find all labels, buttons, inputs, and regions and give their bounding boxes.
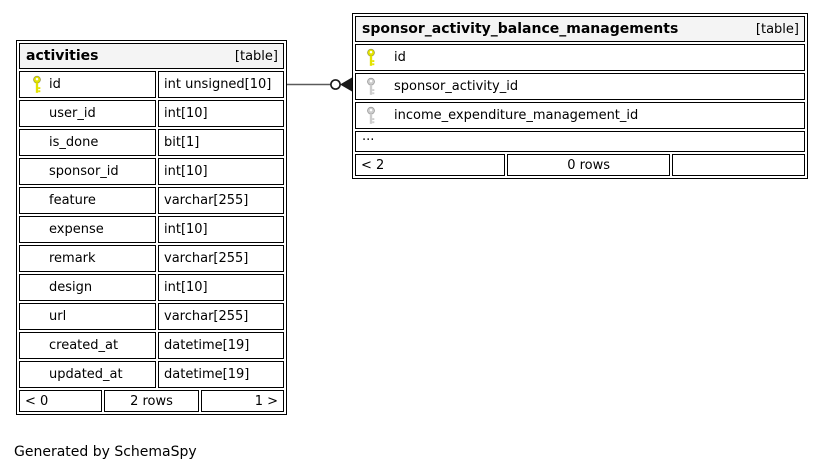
column-name-cell: user_id (19, 100, 156, 127)
table-footer: < 0 2 rows 1 > (19, 390, 285, 412)
footer-next-count: 1 > (201, 390, 285, 412)
collapsed-columns-row: ... (355, 131, 805, 152)
footer-prev-count: < 0 (19, 390, 102, 412)
column-type: int[10] (158, 158, 284, 185)
column-type: datetime[19] (158, 361, 284, 388)
table-type-label: [table] (755, 21, 799, 37)
table-row: url varchar[255] (19, 303, 284, 330)
column-name: url (49, 309, 67, 324)
key-icon-placeholder (32, 133, 42, 152)
generated-by-label: Generated by SchemaSpy (14, 444, 197, 460)
key-icon-placeholder (32, 307, 42, 326)
table-header-sponsor-activity-balance-managements[interactable]: sponsor_activity_balance_managements [ta… (355, 16, 805, 42)
column-name-cell: sponsor_id (19, 158, 156, 185)
column-name: sponsor_activity_id (394, 79, 519, 94)
table-node-activities[interactable]: activities [table] id int unsigned[10] u… (16, 40, 287, 415)
key-icon-placeholder (32, 278, 42, 297)
foreign-key-icon (366, 77, 376, 96)
table-header-activities[interactable]: activities [table] (19, 43, 284, 69)
column-name: design (49, 280, 93, 295)
key-icon-placeholder (32, 220, 42, 239)
table-name[interactable]: sponsor_activity_balance_managements (362, 21, 679, 37)
column-type: int[10] (158, 216, 284, 243)
footer-next-count (672, 154, 805, 176)
table-type-label: [table] (234, 48, 278, 64)
collapsed-columns-indicator: ... (355, 131, 805, 152)
table-row: is_done bit[1] (19, 129, 284, 156)
column-name-cell: id (355, 44, 805, 71)
column-name-cell: id (19, 71, 156, 98)
column-name: remark (49, 251, 96, 266)
table-name[interactable]: activities (26, 48, 99, 64)
table-row: id (355, 44, 805, 71)
column-name-cell: is_done (19, 129, 156, 156)
column-name-cell: remark (19, 245, 156, 272)
column-name: id (394, 50, 406, 65)
table-row: remark varchar[255] (19, 245, 284, 272)
column-name-cell: income_expenditure_management_id (355, 102, 805, 129)
primary-key-icon (32, 75, 42, 94)
table-row: sponsor_id int[10] (19, 158, 284, 185)
column-name-cell: expense (19, 216, 156, 243)
table-row: updated_at datetime[19] (19, 361, 284, 388)
table-row: feature varchar[255] (19, 187, 284, 214)
column-type: varchar[255] (158, 187, 284, 214)
column-name: user_id (49, 106, 96, 121)
key-icon-placeholder (32, 191, 42, 210)
table-footer: < 2 0 rows (355, 154, 805, 176)
key-icon-placeholder (32, 162, 42, 181)
primary-key-icon (366, 48, 376, 67)
column-name: feature (49, 193, 96, 208)
key-icon-placeholder (32, 249, 42, 268)
column-type: datetime[19] (158, 332, 284, 359)
column-name-cell: sponsor_activity_id (355, 73, 805, 100)
column-name: income_expenditure_management_id (394, 108, 639, 123)
column-name: id (49, 77, 61, 92)
column-type: varchar[255] (158, 303, 284, 330)
table-row: user_id int[10] (19, 100, 284, 127)
foreign-key-icon (366, 106, 376, 125)
key-icon-placeholder (32, 104, 42, 123)
column-name: is_done (49, 135, 99, 150)
table-row: id int unsigned[10] (19, 71, 284, 98)
column-name: sponsor_id (49, 164, 119, 179)
column-type: varchar[255] (158, 245, 284, 272)
footer-row-count: 0 rows (507, 154, 671, 176)
column-name-cell: feature (19, 187, 156, 214)
table-row: created_at datetime[19] (19, 332, 284, 359)
column-name-cell: url (19, 303, 156, 330)
key-icon-placeholder (32, 336, 42, 355)
column-name: expense (49, 222, 104, 237)
table-row: design int[10] (19, 274, 284, 301)
column-type: int[10] (158, 274, 284, 301)
column-type: bit[1] (158, 129, 284, 156)
table-row: sponsor_activity_id (355, 73, 805, 100)
table-row: income_expenditure_management_id (355, 102, 805, 129)
key-icon-placeholder (32, 365, 42, 384)
column-type: int[10] (158, 100, 284, 127)
column-name: created_at (49, 338, 119, 353)
column-name-cell: created_at (19, 332, 156, 359)
column-name: updated_at (49, 367, 123, 382)
footer-prev-count: < 2 (355, 154, 506, 176)
table-row: expense int[10] (19, 216, 284, 243)
footer-row-count: 2 rows (103, 390, 200, 412)
column-name-cell: design (19, 274, 156, 301)
table-node-sponsor-activity-balance-managements[interactable]: sponsor_activity_balance_managements [ta… (352, 13, 808, 179)
column-name-cell: updated_at (19, 361, 156, 388)
column-type: int unsigned[10] (158, 71, 284, 98)
